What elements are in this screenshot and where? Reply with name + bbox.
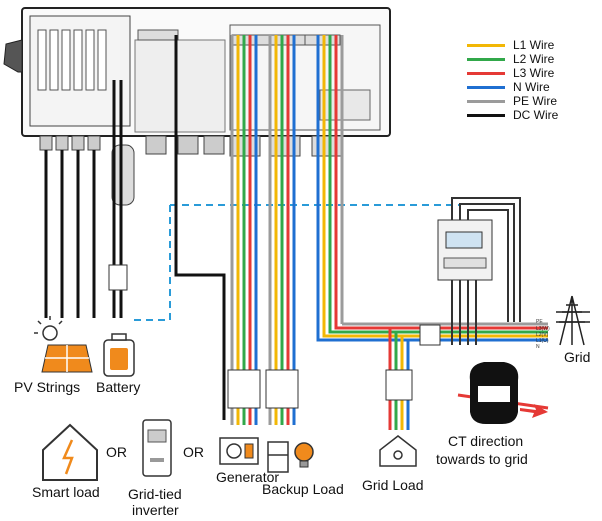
ct-clamp-icon [457,362,549,424]
generator-icon [219,437,259,465]
legend-pe: PE Wire [467,94,577,108]
grid-tied-inverter-icon [142,419,172,477]
svg-text:N: N [536,344,540,350]
grid-label: Grid [564,349,591,365]
pv-strings-label: PV Strings [14,379,81,395]
grid-tied-label-line1: Grid-tied [128,486,182,502]
battery-icon [103,333,135,377]
legend-l2: L2 Wire [467,52,577,66]
battery-breaker [108,264,128,291]
wire-legend: L1 Wire L2 Wire L3 Wire N Wire PE Wire D… [467,38,577,122]
generator-wires [230,35,258,425]
pv-dc-wires [44,150,96,318]
svg-text:L1(U): L1(U) [536,338,549,344]
grid-load-breaker [385,369,413,401]
legend-l1-swatch [467,43,505,47]
legend-pe-swatch [467,99,505,103]
ct-direction-line2: towards to grid [436,451,528,467]
legend-n: N Wire [467,80,577,94]
energy-meter [419,197,521,346]
backup-load-breaker [265,369,299,409]
legend-l1: L1 Wire [467,38,577,52]
or-label-2: OR [183,444,204,460]
grid-load-house-icon [379,435,417,467]
grid-load-label: Grid Load [362,477,424,493]
legend-n-swatch [467,85,505,89]
ct-direction-arrow [520,404,548,418]
comm-dashed-links [130,204,460,321]
legend-n-label: N Wire [513,80,550,94]
ct-direction-line1: CT direction [448,433,524,449]
legend-l3-swatch [467,71,505,75]
svg-text:L3(W): L3(W) [536,326,550,332]
smart-load-label: Smart load [32,484,100,500]
legend-dc-swatch [467,113,505,117]
battery-label: Battery [96,379,141,395]
legend-dc-label: DC Wire [513,108,559,122]
or-label-1: OR [106,444,127,460]
grid-tower-icon [556,295,590,346]
grid-tied-label-line2: inverter [132,502,179,518]
generator-comm-wire [174,35,226,420]
svg-text:L2(V): L2(V) [536,332,549,338]
generator-label: Generator [216,469,280,485]
legend-l3-label: L3 Wire [513,66,555,80]
legend-l2-label: L2 Wire [513,52,555,66]
legend-l3: L3 Wire [467,66,577,80]
smart-load-house-icon [42,423,98,481]
legend-pe-label: PE Wire [513,94,558,108]
backup-load-label: Backup Load [262,481,344,497]
generator-breaker [227,369,261,409]
svg-text:PE: PE [536,319,543,325]
backup-load-wires [268,35,296,425]
legend-l1-label: L1 Wire [513,38,555,52]
pv-strings-icon [34,316,93,373]
backup-load-icon [267,441,314,473]
legend-dc: DC Wire [467,108,577,122]
legend-l2-swatch [467,57,505,61]
grid-terminal-labels: PE L3(W) L2(V) L1(U) N [536,319,550,350]
